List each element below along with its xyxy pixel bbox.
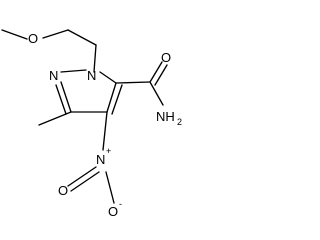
ring-nitrogen-2-label: N: [49, 68, 58, 83]
nitro-oxygen-bottom-label: O: [108, 204, 118, 219]
amide-nitrogen-label: NH: [156, 109, 175, 124]
bond-ch2-n1: [93, 44, 97, 73]
bond-c4-nitro-n: [102, 111, 108, 151]
nitro-nitrogen-charge: +: [106, 146, 111, 156]
bond-n1-n2: [60, 69, 87, 73]
bond-o-ch2: [42, 29, 69, 39]
methoxy-oxygen-label: O: [28, 31, 38, 46]
bond-c4-c5-double: [111, 84, 123, 115]
bond-amide-c-n: [149, 81, 164, 106]
bond-nitro-n-o-top-double: [70, 171, 100, 192]
bond-nitro-n-o-top: [67, 166, 97, 187]
bond-amide-c-o: [149, 61, 163, 83]
bond-c5-amide-c: [115, 81, 151, 84]
bond-nitro-n-o-bottom: [105, 171, 115, 204]
amide-nitrogen-subscript: 2: [177, 117, 182, 127]
bond-n2-c3-double: [55, 84, 67, 115]
structure-diagram: O N N O NH 2 N + O O -: [1, 29, 182, 219]
bond-c5-n1: [99, 71, 117, 84]
nitro-nitrogen-label: N: [96, 152, 105, 167]
bond-n2-c3: [60, 81, 72, 113]
nitro-oxygen-bottom-charge: -: [119, 199, 122, 209]
bond-ch2-ch2: [67, 29, 97, 46]
bond-amide-c-o-double: [154, 64, 168, 86]
ring-nitrogen-1-label: N: [87, 68, 96, 83]
bond-c4-c5: [106, 82, 117, 113]
bond-lines: [1, 29, 168, 204]
amide-oxygen-label: O: [161, 50, 171, 65]
bond-c3-methyl: [38, 111, 72, 126]
nitro-oxygen-top-label: O: [58, 183, 68, 198]
bond-methyl-o: [1, 29, 28, 40]
